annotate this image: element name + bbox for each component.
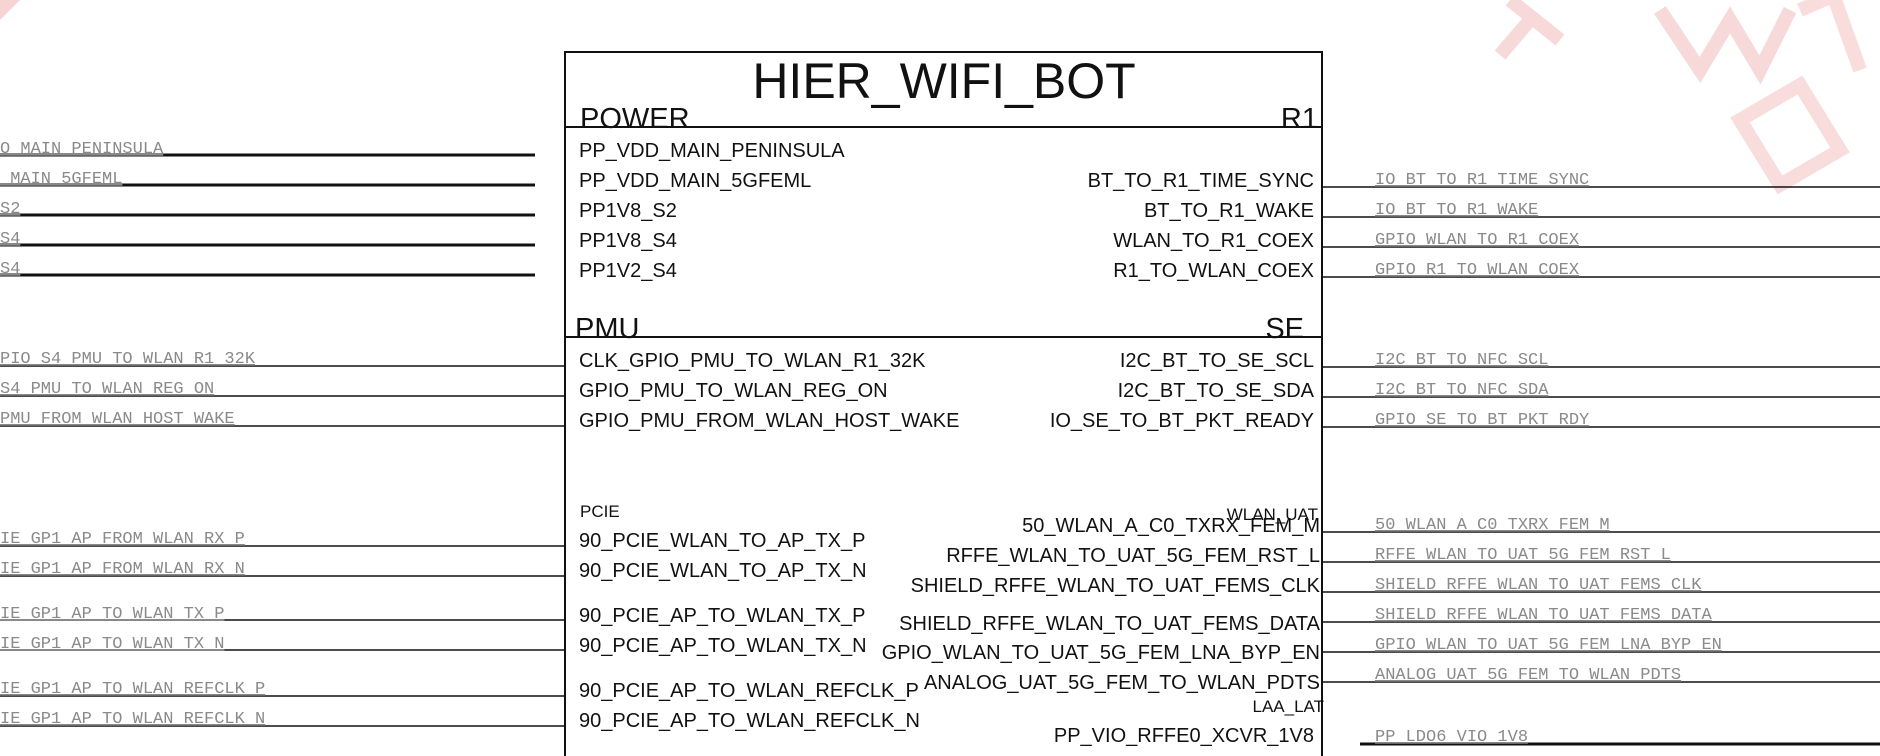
right-net-label: GPIO_WLAN_TO_R1_COEX — [1375, 231, 1579, 250]
right-net-label: PP_LDO6_VIO_1V8 — [1375, 728, 1528, 747]
left-pin-name: GPIO_PMU_TO_WLAN_REG_ON — [579, 380, 888, 402]
right-net-label: SHIELD_RFFE_WLAN_TO_UAT_FEMS_DATA — [1375, 606, 1712, 625]
block-title: HIER_WIFI_BOT — [752, 53, 1135, 109]
right-net-label: GPIO_R1_TO_WLAN_COEX — [1375, 261, 1579, 280]
left-pin-name: CLK_GPIO_PMU_TO_WLAN_R1_32K — [579, 350, 926, 372]
left-net-label: _MAIN_5GFEML — [0, 170, 122, 189]
left-net-label: PMU_FROM_WLAN_HOST_WAKE — [0, 410, 235, 429]
right-net-label: SHIELD_RFFE_WLAN_TO_UAT_FEMS_CLK — [1375, 576, 1702, 595]
left-net-label: IE_GP1_AP_TO_WLAN_REFCLK_P — [0, 680, 265, 699]
right-pin-name: BT_TO_R1_TIME_SYNC — [1088, 170, 1314, 192]
left-pin-name: PP1V2_S4 — [579, 260, 677, 282]
watermark — [0, 0, 1867, 195]
left-pin-group: O_MAIN_PENINSULA _MAIN_5GFEML S2 S4 S4 P… — [0, 140, 959, 732]
right-net-label: I2C_BT_TO_NFC_SDA — [1375, 381, 1549, 400]
right-net-label: 50_WLAN_A_C0_TXRX_FEM_M — [1375, 516, 1610, 535]
left-pin-name: PP_VDD_MAIN_5GFEML — [579, 170, 811, 192]
left-pin-name: 90_PCIE_AP_TO_WLAN_REFCLK_N — [579, 710, 920, 732]
section-label-se: SE — [1265, 313, 1304, 345]
right-pin-name: 50_WLAN_A_C0_TXRX_FEM_M — [1022, 515, 1320, 537]
right-pin-name: WLAN_TO_R1_COEX — [1113, 230, 1314, 252]
right-pin-name: I2C_BT_TO_SE_SDA — [1118, 380, 1315, 402]
left-net-label: S4_PMU_TO_WLAN_REG_ON — [0, 380, 214, 399]
watermark-stroke — [1494, 0, 1565, 60]
section-label-pmu: PMU — [575, 313, 639, 345]
watermark-stroke — [1797, 0, 1867, 73]
left-net-label: IE_GP1_AP_FROM_WLAN_RX_N — [0, 560, 245, 579]
left-pin-name: 90_PCIE_AP_TO_WLAN_REFCLK_P — [579, 680, 919, 702]
right-net-label: GPIO_SE_TO_BT_PKT_RDY — [1375, 411, 1589, 430]
section-label-laa-lat: LAA_LAT — [1252, 697, 1324, 716]
right-pin-name: I2C_BT_TO_SE_SCL — [1120, 350, 1314, 372]
right-pin-name: SHIELD_RFFE_WLAN_TO_UAT_FEMS_CLK — [911, 575, 1321, 597]
left-pin-name: 90_PCIE_WLAN_TO_AP_TX_N — [579, 560, 867, 582]
section-label-r1: R1 — [1281, 103, 1318, 135]
right-pin-name: GPIO_WLAN_TO_UAT_5G_FEM_LNA_BYP_EN — [882, 642, 1320, 664]
watermark-stroke — [1654, 6, 1797, 85]
right-pin-name: PP_VIO_RFFE0_XCVR_1V8 — [1054, 725, 1314, 747]
left-net-label: IE_GP1_AP_TO_WLAN_REFCLK_N — [0, 710, 265, 729]
left-pin-name: PP1V8_S4 — [579, 230, 677, 252]
right-net-label: IO_BT_TO_R1_TIME_SYNC — [1375, 171, 1589, 190]
right-pin-name: R1_TO_WLAN_COEX — [1113, 260, 1314, 282]
right-pin-name: SHIELD_RFFE_WLAN_TO_UAT_FEMS_DATA — [899, 613, 1321, 635]
left-net-label: IE_GP1_AP_FROM_WLAN_RX_P — [0, 530, 245, 549]
watermark-stroke — [1730, 75, 1850, 195]
section-label-pcie: PCIE — [580, 502, 620, 521]
left-pin-name: 90_PCIE_AP_TO_WLAN_TX_N — [579, 635, 867, 657]
left-net-label: S4 — [0, 260, 20, 279]
right-pin-name: ANALOG_UAT_5G_FEM_TO_WLAN_PDTS — [924, 672, 1320, 694]
right-net-label: GPIO_WLAN_TO_UAT_5G_FEM_LNA_BYP_EN — [1375, 636, 1722, 655]
watermark-stroke — [0, 0, 20, 20]
left-pin-name: 90_PCIE_AP_TO_WLAN_TX_P — [579, 605, 865, 627]
left-pin-name: PP_VDD_MAIN_PENINSULA — [579, 140, 845, 162]
left-pin-name: PP1V8_S2 — [579, 200, 677, 222]
right-pin-group: BT_TO_R1_TIME_SYNC BT_TO_R1_WAKE WLAN_TO… — [882, 170, 1880, 747]
right-pin-name: RFFE_WLAN_TO_UAT_5G_FEM_RST_L — [946, 545, 1320, 567]
block-outline — [564, 51, 1323, 756]
left-net-label: S2 — [0, 200, 20, 219]
right-pin-name: BT_TO_R1_WAKE — [1144, 200, 1314, 222]
right-net-label: ANALOG_UAT_5G_FEM_TO_WLAN_PDTS — [1375, 666, 1681, 685]
right-net-label: RFFE_WLAN_TO_UAT_5G_FEM_RST_L — [1375, 546, 1671, 565]
left-net-label: S4 — [0, 230, 20, 249]
section-label-power: POWER — [580, 103, 690, 135]
left-net-label: PIO_S4_PMU_TO_WLAN_R1_32K — [0, 350, 256, 369]
left-net-label: O_MAIN_PENINSULA — [0, 140, 164, 159]
left-pin-name: GPIO_PMU_FROM_WLAN_HOST_WAKE — [579, 410, 959, 432]
right-pin-name: IO_SE_TO_BT_PKT_READY — [1050, 410, 1314, 432]
left-pin-name: 90_PCIE_WLAN_TO_AP_TX_P — [579, 530, 865, 552]
left-net-label: IE_GP1_AP_TO_WLAN_TX_N — [0, 635, 224, 654]
right-net-label: IO_BT_TO_R1_WAKE — [1375, 201, 1538, 220]
left-net-label: IE_GP1_AP_TO_WLAN_TX_P — [0, 605, 224, 624]
section-label-wlan-uat: WLAN_UAT — [1227, 505, 1318, 524]
right-net-label: I2C_BT_TO_NFC_SCL — [1375, 351, 1548, 370]
